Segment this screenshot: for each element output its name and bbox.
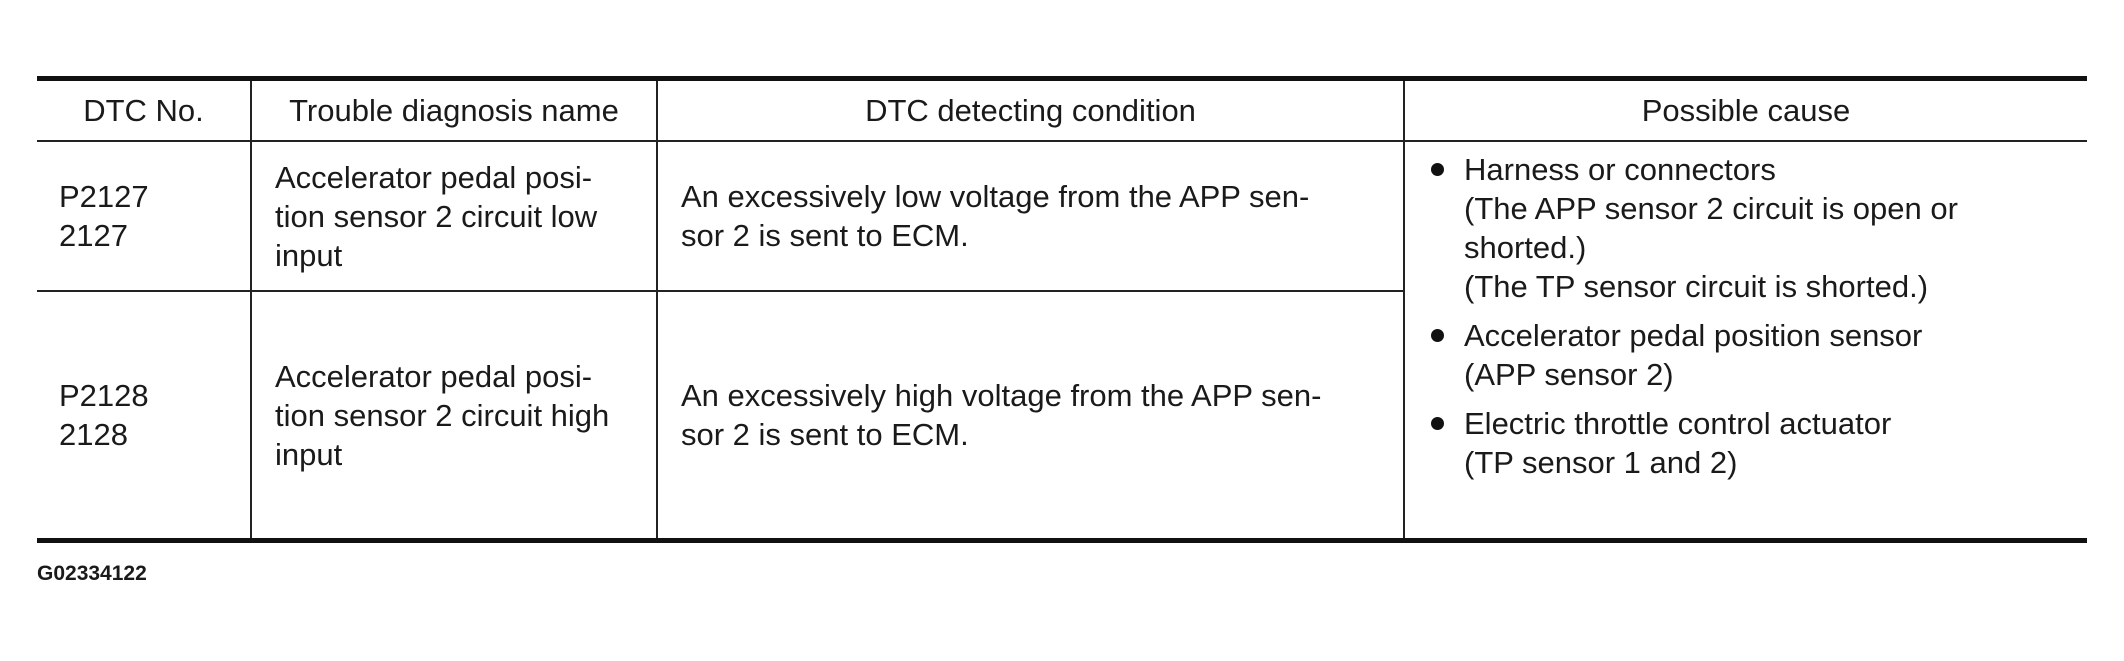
diagnosis-name-line: input <box>275 436 343 472</box>
header-possible-cause: Possible cause <box>1403 78 2087 142</box>
dtc-code-alt: 2127 <box>59 218 128 253</box>
detecting-condition-cell: An excessively low voltage from the APP … <box>656 141 1405 292</box>
detecting-condition-line: sor 2 is sent to ECM. <box>681 417 969 452</box>
cause-line: Accelerator pedal position sensor <box>1464 318 1923 353</box>
dtc-code: P2128 <box>59 378 149 413</box>
table-row: P2128 2128 Accelerator pedal posi- tion … <box>37 291 2087 541</box>
possible-cause-list: Harness or connectors (The APP sensor 2 … <box>1405 146 2087 482</box>
header-row: DTC No. Trouble diagnosis name DTC detec… <box>37 78 2087 142</box>
diagnosis-name-line: tion sensor 2 circuit high <box>275 397 610 433</box>
cause-line: Electric throttle control actuator <box>1464 406 1892 441</box>
dtc-code-cell: P2127 2127 <box>37 141 252 292</box>
cause-line: (The APP sensor 2 circuit is open or <box>1464 191 1958 226</box>
table-row: P2127 2127 Accelerator pedal posi- tion … <box>37 141 2087 542</box>
diagnosis-name-cell: Accelerator pedal posi- tion sensor 2 ci… <box>250 141 658 292</box>
cause-line: shorted.) <box>1464 230 1587 265</box>
cause-line: (TP sensor 1 and 2) <box>1464 445 1738 480</box>
cause-line: (APP sensor 2) <box>1464 357 1674 392</box>
diagnosis-name-line: tion sensor 2 circuit low <box>275 198 598 234</box>
diagnosis-name-line: Accelerator pedal posi- <box>275 159 593 195</box>
cause-line: (The TP sensor circuit is shorted.) <box>1464 269 1929 304</box>
bullet-icon <box>1431 163 1444 176</box>
dtc-table: DTC No. Trouble diagnosis name DTC detec… <box>37 76 2087 543</box>
dtc-code: P2127 <box>59 179 149 214</box>
detecting-condition-cell: An excessively high voltage from the APP… <box>656 291 1404 541</box>
detecting-condition-line: An excessively high voltage from the APP… <box>681 378 1322 413</box>
diagnosis-name-line: Accelerator pedal posi- <box>275 358 593 394</box>
list-item: Accelerator pedal position sensor (APP s… <box>1431 316 2069 394</box>
possible-cause-cell: Harness or connectors (The APP sensor 2 … <box>1403 141 2087 542</box>
detecting-condition-line: sor 2 is sent to ECM. <box>681 218 969 253</box>
list-item: Electric throttle control actuator (TP s… <box>1431 404 2069 482</box>
dtc-code-alt: 2128 <box>59 417 128 452</box>
header-detecting-condition: DTC detecting condition <box>656 78 1405 142</box>
diagnosis-name-line: input <box>275 237 343 273</box>
bullet-icon <box>1431 417 1444 430</box>
dtc-code-cell: P2128 2128 <box>37 291 252 541</box>
list-item: Harness or connectors (The APP sensor 2 … <box>1431 150 2069 306</box>
cause-line: Harness or connectors <box>1464 152 1776 187</box>
header-dtc-no: DTC No. <box>37 78 252 142</box>
diagnosis-name-cell: Accelerator pedal posi- tion sensor 2 ci… <box>250 291 658 541</box>
bullet-icon <box>1431 329 1444 342</box>
detecting-condition-line: An excessively low voltage from the APP … <box>681 179 1310 214</box>
figure-id: G02334122 <box>37 562 147 585</box>
header-diagnosis-name: Trouble diagnosis name <box>250 78 658 142</box>
